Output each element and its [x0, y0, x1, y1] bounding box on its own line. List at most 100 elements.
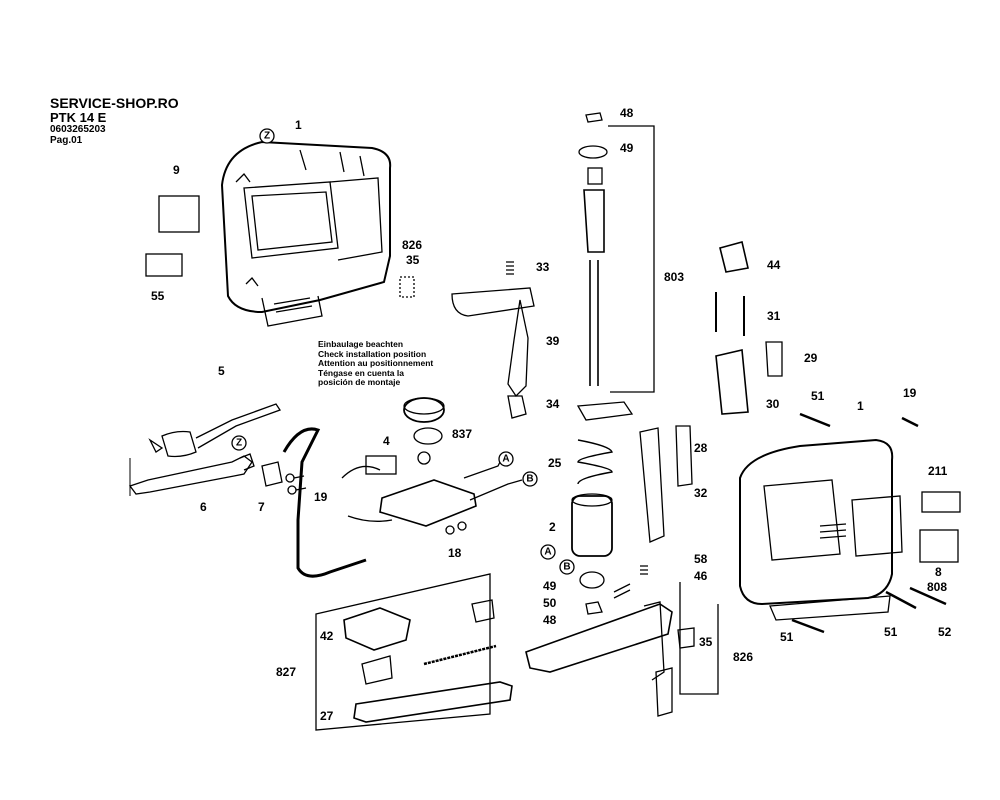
housing-left: [220, 140, 392, 327]
svg-text:B: B: [526, 474, 533, 485]
label-29: 29: [804, 351, 818, 365]
label-28: 28: [694, 441, 708, 455]
screws-right: [791, 412, 947, 634]
spring: [640, 565, 648, 575]
magazine-27: [353, 599, 513, 723]
label-826: 826: [402, 238, 422, 252]
marker-z2: Z: [231, 435, 247, 451]
cord-6: [128, 453, 255, 496]
svg-text:Z: Z: [264, 131, 270, 142]
svg-text:A: A: [544, 547, 551, 558]
label-6: 6: [200, 500, 207, 514]
label-8: [919, 529, 959, 563]
label-4: 4: [383, 434, 390, 448]
label-5: 5: [218, 364, 225, 378]
label-44: 44: [767, 258, 781, 272]
label-808: 808: [927, 580, 947, 594]
model-name: PTK 14 E: [50, 110, 107, 125]
label-827: 827: [276, 665, 296, 679]
power-cord-5: [148, 403, 281, 458]
marker-a2: A: [540, 544, 556, 560]
label-31: 31: [767, 309, 781, 323]
label-sheet-55: [145, 253, 183, 277]
page-number: Pag.01: [50, 135, 83, 146]
label-50: 50: [543, 596, 557, 610]
part-labels: 1 9 55 826 35 33 39 34 5 6 7 19 4 837 18…: [151, 106, 952, 723]
bracket-827: [315, 573, 491, 731]
label-51: 51: [811, 389, 825, 403]
label-27: 27: [320, 709, 334, 723]
center-column: [571, 112, 634, 615]
label-55: 55: [151, 289, 165, 303]
housing-right: [739, 438, 903, 621]
label-19: 19: [314, 490, 328, 504]
label-7: 7: [258, 500, 265, 514]
svg-text:A: A: [502, 454, 509, 465]
label-48: 48: [620, 106, 634, 120]
label-826b: 826: [733, 650, 753, 664]
label-1b: 1: [857, 399, 864, 413]
header-block: SERVICE-SHOP.RO PTK 14 E 0603265203 Pag.…: [50, 96, 179, 146]
bracket-826b: [679, 582, 719, 695]
magazine-rail: [525, 601, 695, 717]
label-837: 837: [452, 427, 472, 441]
label-25: 25: [548, 456, 562, 470]
screws-19: [285, 473, 307, 495]
cover-42: [343, 607, 497, 685]
marker-b2: B: [559, 559, 575, 575]
lever-39: [451, 287, 535, 419]
note-line: Téngase en cuenta la: [318, 367, 404, 378]
label-211: 211: [928, 464, 948, 478]
strain-relief-7: [261, 461, 283, 487]
label-211: [921, 491, 961, 513]
bracket-803: [608, 125, 655, 393]
label-42: 42: [320, 629, 334, 643]
label-39: 39: [546, 334, 560, 348]
marker-a1: A: [498, 451, 514, 467]
markers: Z Z A B A B: [231, 128, 575, 575]
part-number: 0603265203: [50, 124, 106, 135]
note-line: Attention au positionnement: [318, 358, 434, 368]
pin: [613, 583, 631, 599]
marker-b1: B: [522, 471, 538, 487]
label-9: 9: [173, 163, 180, 177]
note-line: Einbaulage beachten: [318, 339, 404, 349]
label-32: 32: [694, 486, 708, 500]
guide-plates: [639, 425, 693, 543]
note-line: Check installation position: [318, 348, 427, 359]
installation-note: Einbaulage beachten Check installation p…: [318, 339, 434, 388]
label-33: 33: [536, 260, 550, 274]
label-18: 18: [448, 546, 462, 560]
label-49b: 49: [543, 579, 557, 593]
note-line: posición de montaje: [318, 377, 401, 387]
label-2: 2: [549, 520, 556, 534]
label-51b: 51: [780, 630, 794, 644]
label-51c: 51: [884, 625, 898, 639]
label-35b: 35: [699, 635, 713, 649]
component-4: [365, 455, 397, 475]
marker-z1: Z: [259, 128, 275, 144]
part-35: [399, 276, 415, 298]
label-35: 35: [406, 253, 420, 267]
label-52: 52: [938, 625, 952, 639]
screws-18: [445, 521, 467, 535]
label-8: 8: [935, 565, 942, 579]
svg-text:Z: Z: [236, 438, 242, 449]
shop-title: SERVICE-SHOP.RO: [50, 95, 179, 111]
label-sheet-9: [158, 195, 200, 233]
electronics-board: [341, 397, 523, 527]
spring-33: [506, 261, 514, 275]
label-46: 46: [694, 569, 708, 583]
svg-text:B: B: [563, 562, 570, 573]
label-30: 30: [766, 397, 780, 411]
label-803: 803: [664, 270, 684, 284]
cable: [282, 427, 367, 578]
label-34: 34: [546, 397, 560, 411]
label-19b: 19: [903, 386, 917, 400]
label-58: 58: [694, 552, 708, 566]
label-49: 49: [620, 141, 634, 155]
label-1: 1: [295, 118, 302, 132]
parts-44-31: [715, 241, 783, 415]
label-48b: 48: [543, 613, 557, 627]
